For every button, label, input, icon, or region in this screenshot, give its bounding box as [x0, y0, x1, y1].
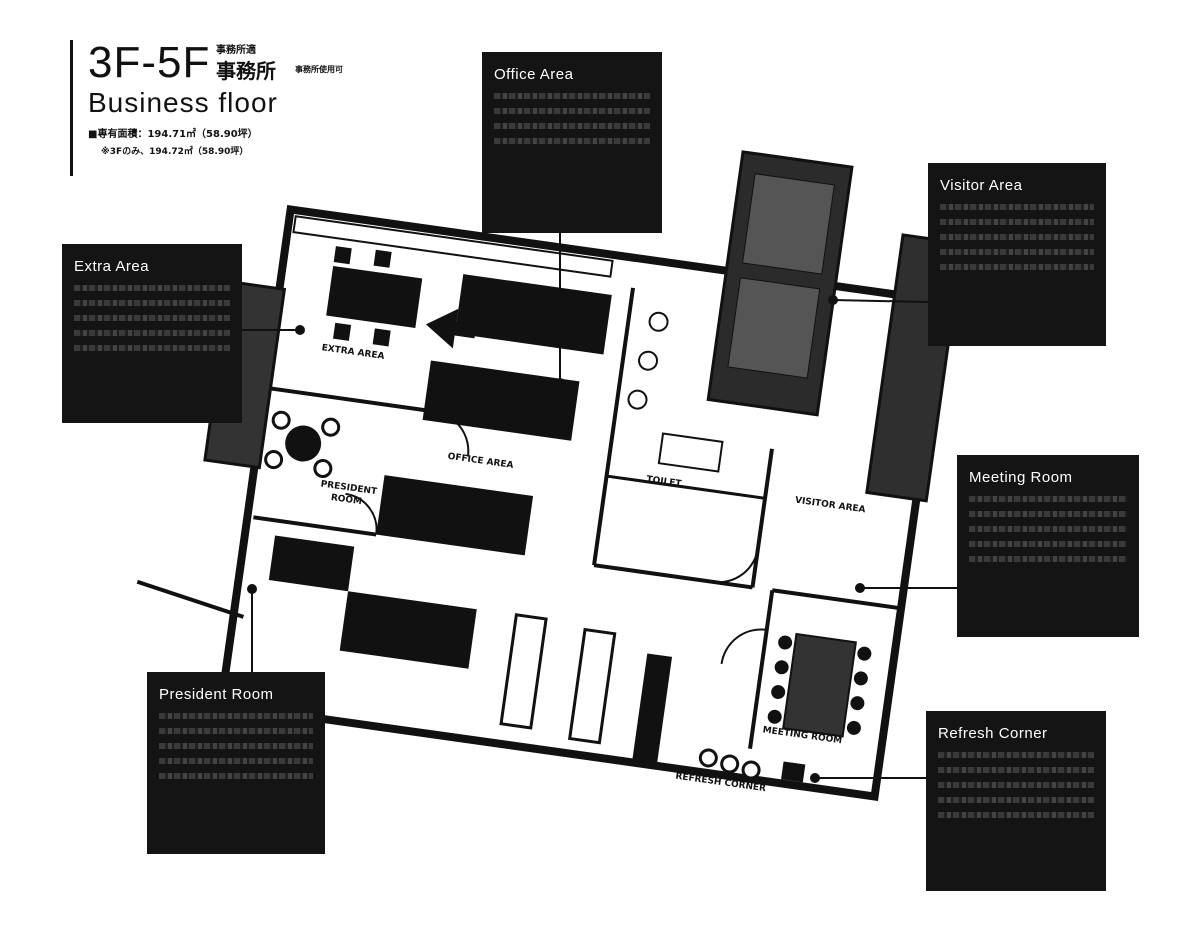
label-extra-area: EXTRA AREA: [321, 343, 385, 362]
callout-text-placeholder: [940, 204, 1094, 270]
callout-title: Meeting Room: [969, 469, 1073, 486]
floor-area-line2: ※3Fのみ、194.72㎡（58.90坪）: [101, 147, 249, 157]
leader-lines: [242, 233, 957, 783]
callout-text-placeholder: [938, 752, 1094, 818]
use-note-small: 事務所適: [216, 45, 256, 56]
extra-table: [326, 265, 423, 328]
callout-meeting-room: Meeting Room: [957, 455, 1139, 637]
office-desk: [422, 360, 580, 441]
floor-name-en: Business floor: [88, 87, 278, 118]
callout-text-placeholder: [494, 93, 650, 144]
cabinet: [631, 653, 673, 766]
window-band: [292, 215, 614, 278]
label-president-room-2: ROOM: [330, 493, 362, 507]
floor-area-line1: ■専有面積：194.71㎡（58.90坪）: [88, 129, 258, 140]
callout-office-area: Office Area: [482, 52, 662, 233]
president-table: [285, 425, 322, 462]
office-desk: [339, 591, 477, 669]
use-label-jp: 事務所: [216, 59, 276, 83]
callout-president-room: President Room: [147, 672, 325, 854]
floor-code: 3F-5F: [88, 38, 211, 87]
president-desk: [268, 535, 355, 592]
floor-header: 3F-5F 事務所適 事務所 事務所使用可 Business floor ■専有…: [70, 40, 403, 176]
office-desk: [454, 274, 612, 355]
callout-visitor-area: Visitor Area: [928, 163, 1106, 346]
label-office-area: OFFICE AREA: [447, 452, 514, 471]
callout-text-placeholder: [969, 496, 1127, 562]
callout-refresh-corner: Refresh Corner: [926, 711, 1106, 891]
callout-title: President Room: [159, 686, 274, 703]
label-toilet: TOILET: [646, 475, 683, 490]
use-note-jp: 事務所使用可: [295, 65, 343, 74]
callout-title: Office Area: [494, 66, 574, 83]
label-visitor-area: VISITOR AREA: [794, 496, 866, 516]
callout-title: Refresh Corner: [938, 725, 1048, 742]
callout-text-placeholder: [74, 285, 230, 351]
callout-text-placeholder: [159, 713, 313, 779]
callout-title: Visitor Area: [940, 177, 1023, 194]
meeting-table: [782, 632, 857, 738]
cabinet: [499, 613, 548, 730]
office-desk: [376, 475, 534, 556]
cabinet: [567, 627, 617, 745]
callout-extra-area: Extra Area: [62, 244, 242, 423]
arrow-icon: [425, 308, 477, 349]
callout-title: Extra Area: [74, 258, 150, 275]
